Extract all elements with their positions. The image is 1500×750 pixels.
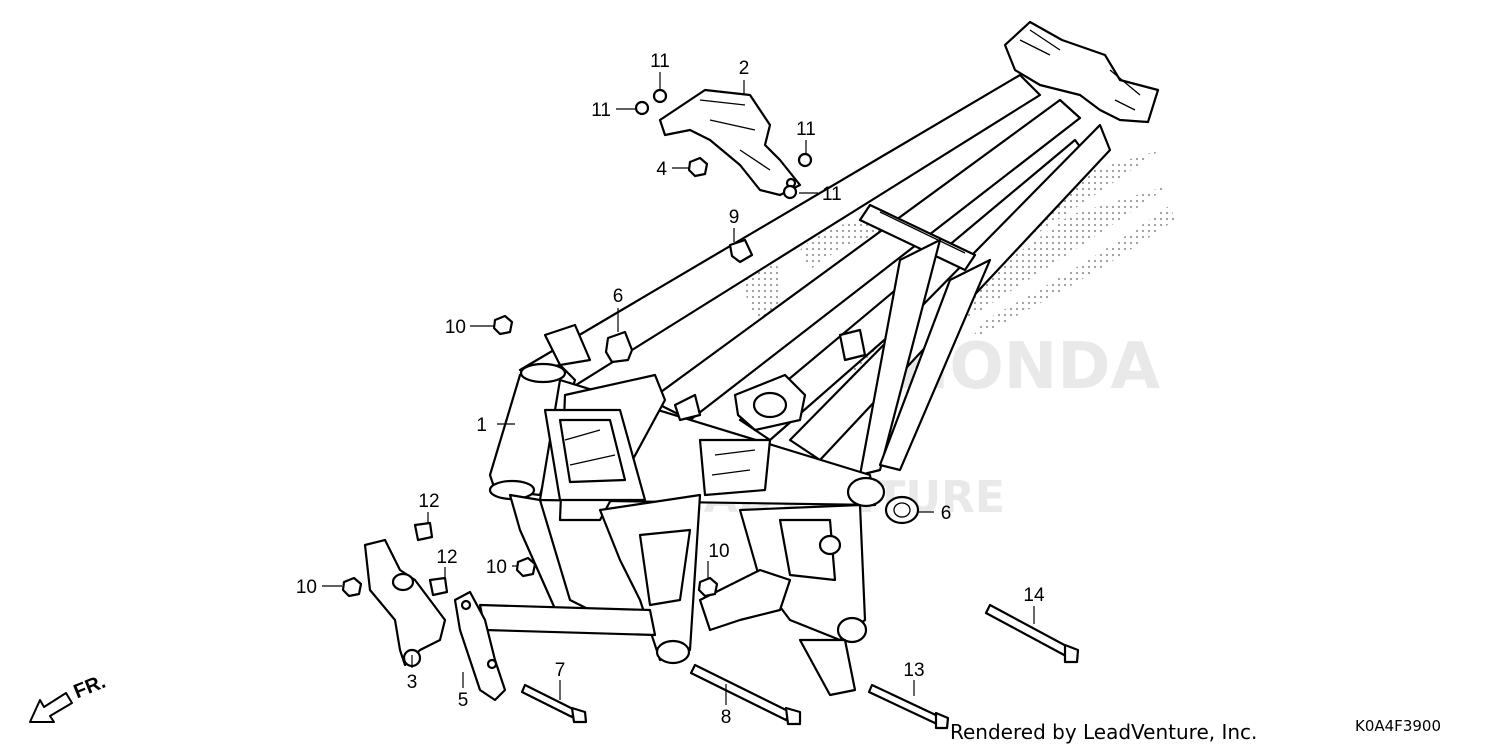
callout-1: 1: [476, 415, 487, 436]
callout-4: 4: [656, 159, 667, 180]
diagram-code: K0A4F3900: [1355, 717, 1441, 735]
front-label: FR.: [71, 671, 109, 703]
bolt-13: [867, 683, 950, 730]
bolt-icon: [428, 576, 449, 597]
bolt-8: [689, 663, 802, 726]
callout-9: 9: [729, 207, 740, 228]
arrow-down-left-icon: [29, 692, 73, 723]
render-credit: Rendered by LeadVenture, Inc.: [950, 720, 1257, 744]
callout-8: 8: [721, 707, 732, 728]
callouts: 1 2 3 4 5 6 6 7 8 9 10 10 10 10 11 11 11…: [296, 51, 1045, 728]
grommet-icon: [884, 495, 920, 525]
clip-icon: [728, 238, 754, 264]
bracket-part-5: [453, 590, 507, 702]
flange-nut-icon: [341, 576, 363, 598]
fasteners: [341, 88, 1080, 730]
callout-2: 2: [739, 58, 750, 79]
callout-6-top: 6: [613, 286, 624, 307]
flange-nut-icon: [492, 314, 514, 336]
callout-6-right: 6: [941, 503, 952, 524]
bolt-head-icon: [652, 88, 668, 104]
bolt-7: [520, 683, 588, 724]
callout-3: 3: [407, 672, 418, 693]
bolt-icon: [413, 521, 434, 542]
bolt-head-icon: [782, 184, 798, 200]
bolt-head-icon: [634, 100, 650, 116]
bolt-head-icon: [797, 152, 813, 168]
bracket-part-2: [658, 88, 802, 197]
callout-13: 13: [903, 660, 924, 681]
callout-5: 5: [458, 690, 469, 711]
callout-11-lower: 11: [822, 184, 842, 205]
leader-lines: [322, 72, 1035, 705]
callout-10-right: 10: [708, 541, 729, 562]
callout-14: 14: [1023, 585, 1045, 606]
callout-12-mid: 12: [436, 547, 457, 568]
flange-nut-icon: [515, 556, 537, 578]
callout-10-left: 10: [296, 577, 317, 598]
bracket-part-3: [363, 538, 447, 668]
frame-body: [478, 20, 1160, 697]
front-direction-indicator: FR.: [29, 671, 109, 723]
nut-icon: [687, 156, 709, 178]
callout-11-right: 11: [796, 119, 816, 140]
callout-11-top: 11: [650, 51, 670, 72]
callout-11-left: 11: [591, 100, 611, 121]
flange-nut-icon: [697, 576, 719, 598]
callout-12-top: 12: [418, 491, 439, 512]
callout-10-mid: 10: [486, 557, 507, 578]
callout-7: 7: [555, 660, 566, 681]
callout-10-top: 10: [445, 317, 466, 338]
grommet-icon: [604, 330, 634, 364]
bolt-14: [984, 603, 1080, 664]
